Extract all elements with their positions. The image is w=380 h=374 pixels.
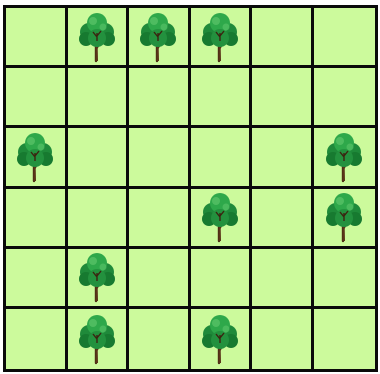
board-cell-r6-c6[interactable]	[314, 309, 376, 369]
tree-icon	[323, 191, 365, 243]
board-cell-r1-c6[interactable]	[314, 8, 376, 68]
board-cell-r1-c1[interactable]	[6, 8, 68, 68]
tree-icon	[14, 131, 56, 183]
board-cell-r6-c4[interactable]	[191, 309, 253, 369]
game-board	[3, 5, 378, 372]
board-cell-r6-c1[interactable]	[6, 309, 68, 369]
board-cell-r5-c4[interactable]	[191, 249, 253, 309]
tree-icon	[76, 11, 118, 63]
board-cell-r3-c1[interactable]	[6, 128, 68, 188]
board-cell-r6-c2[interactable]	[68, 309, 130, 369]
board-cell-r4-c3[interactable]	[129, 189, 191, 249]
board-cell-r4-c1[interactable]	[6, 189, 68, 249]
tree-icon	[199, 191, 241, 243]
board-cell-r4-c4[interactable]	[191, 189, 253, 249]
board-cell-r3-c3[interactable]	[129, 128, 191, 188]
board-cell-r5-c3[interactable]	[129, 249, 191, 309]
board-cell-r2-c4[interactable]	[191, 68, 253, 128]
board-cell-r5-c1[interactable]	[6, 249, 68, 309]
tree-icon	[137, 11, 179, 63]
board-cell-r2-c1[interactable]	[6, 68, 68, 128]
board-cell-r3-c2[interactable]	[68, 128, 130, 188]
board-cell-r2-c2[interactable]	[68, 68, 130, 128]
board-cell-r6-c5[interactable]	[252, 309, 314, 369]
tree-icon	[76, 251, 118, 303]
tree-icon	[76, 313, 118, 365]
board-cell-r6-c3[interactable]	[129, 309, 191, 369]
board-cell-r5-c2[interactable]	[68, 249, 130, 309]
board-cell-r2-c6[interactable]	[314, 68, 376, 128]
board-cell-r1-c2[interactable]	[68, 8, 130, 68]
board-cell-r3-c6[interactable]	[314, 128, 376, 188]
board-cell-r5-c6[interactable]	[314, 249, 376, 309]
board-cell-r5-c5[interactable]	[252, 249, 314, 309]
board-cell-r4-c2[interactable]	[68, 189, 130, 249]
board-cell-r2-c5[interactable]	[252, 68, 314, 128]
tree-icon	[323, 131, 365, 183]
board-cell-r3-c4[interactable]	[191, 128, 253, 188]
board-cell-r1-c5[interactable]	[252, 8, 314, 68]
tree-icon	[199, 11, 241, 63]
board-cell-r3-c5[interactable]	[252, 128, 314, 188]
tree-icon	[199, 313, 241, 365]
board-cell-r1-c3[interactable]	[129, 8, 191, 68]
board-cell-r2-c3[interactable]	[129, 68, 191, 128]
board-cell-r1-c4[interactable]	[191, 8, 253, 68]
board-cell-r4-c5[interactable]	[252, 189, 314, 249]
board-cell-r4-c6[interactable]	[314, 189, 376, 249]
